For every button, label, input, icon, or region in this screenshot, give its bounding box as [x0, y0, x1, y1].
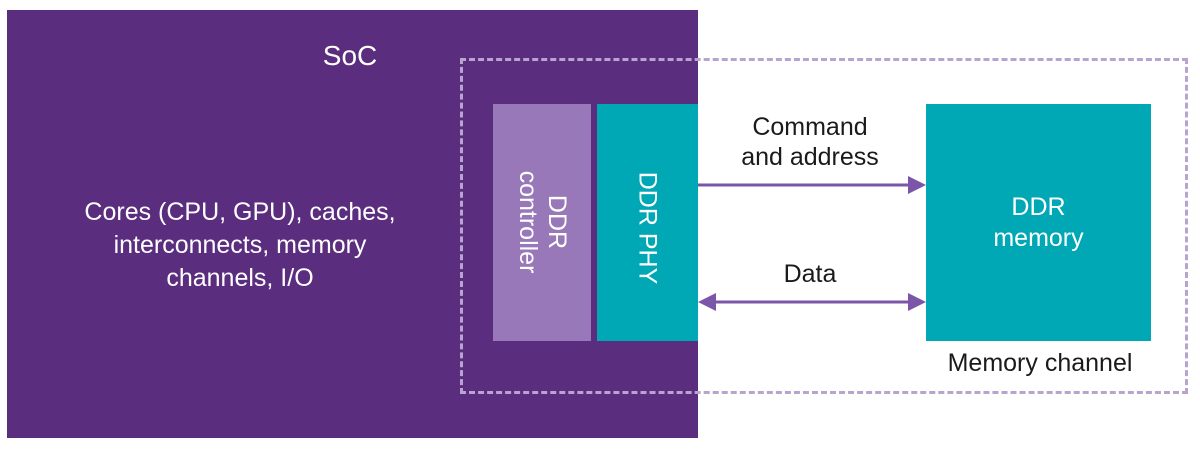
data-label: Data — [783, 260, 837, 288]
ddr-phy-block — [597, 104, 698, 341]
soc-description-line: Cores (CPU, GPU), caches, — [84, 198, 396, 226]
command-address-label: Command and address — [710, 112, 910, 172]
data-arrowhead-right — [908, 293, 926, 311]
soc-description-line: channels, I/O — [166, 264, 314, 292]
memory-channel-boundary — [460, 58, 1188, 394]
command-arrowhead — [908, 176, 926, 194]
command-address-label-line: Command — [752, 113, 868, 141]
command-address-label-line: and address — [741, 143, 879, 171]
ddr-memory-label: DDR memory — [926, 192, 1151, 254]
ddr-memory-block: DDR memory — [926, 104, 1151, 341]
soc-title: SoC — [322, 40, 378, 71]
soc-description-line: interconnects, memory — [113, 231, 367, 259]
soc-description: Cores (CPU, GPU), caches, interconnects,… — [40, 196, 440, 295]
memory-channel-label: Memory channel — [947, 349, 1133, 377]
ddr-memory-label-line: DDR — [1011, 193, 1066, 221]
ddr-memory-label-line: memory — [993, 224, 1084, 252]
ddr-controller-block — [493, 104, 591, 341]
data-arrowhead-left — [698, 293, 716, 311]
